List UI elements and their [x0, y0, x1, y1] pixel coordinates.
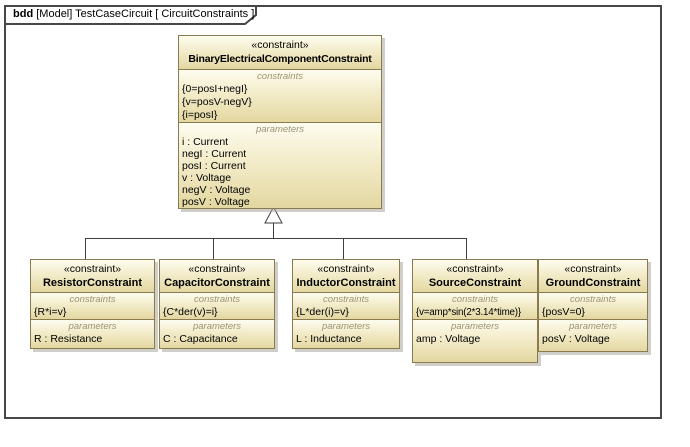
block-header: «constraint» BinaryElectricalComponentCo… — [179, 36, 381, 69]
constraints-compartment-label: constraints — [194, 294, 240, 305]
stereotype-label: «constraint» — [564, 262, 622, 275]
parameters-compartment: parameters i : Current negI : Current po… — [179, 122, 381, 208]
stereotype-label: «constraint» — [317, 262, 375, 275]
parameters-compartment: parameters posV : Voltage — [539, 319, 647, 351]
constraints-compartment-label: constraints — [69, 294, 116, 305]
parameter-item: i : Current — [182, 136, 229, 148]
parameters-compartment-label: parameters — [568, 321, 618, 332]
constraints-compartment-label: constraints — [257, 71, 303, 82]
constraint-expression: {0=posI+negI} — [182, 83, 248, 95]
block-name: GroundConstraint — [545, 276, 641, 289]
diagram-title: bdd [Model] TestCaseCircuit [ CircuitCon… — [13, 8, 254, 20]
parameters-compartment-label: parameters — [255, 124, 305, 135]
block-header: «constraint» CapacitorConstraint — [160, 260, 274, 292]
parameters-compartment: parameters L : Inductance — [293, 319, 399, 348]
constraints-compartment: constraints {L*der(i)=v} — [293, 292, 399, 319]
constraint-expression: {R*i=v} — [34, 306, 67, 318]
diagram-title-tab — [4, 5, 257, 25]
constraints-compartment-label: constraints — [323, 294, 369, 305]
parameter-item: amp : Voltage — [416, 333, 481, 345]
parameters-compartment-label: parameters — [68, 321, 117, 332]
constraint-block-source[interactable]: «constraint» SourceConstraint constraint… — [412, 259, 538, 363]
parameter-item: C : Capacitance — [163, 333, 238, 345]
constraints-compartment: constraints {posV=0} — [539, 292, 647, 319]
block-header: «constraint» InductorConstraint — [293, 260, 399, 292]
stereotype-label: «constraint» — [446, 262, 504, 275]
constraint-expression: {v=posV-negV} — [182, 96, 252, 108]
stereotype-label: «constraint» — [63, 262, 122, 275]
constraint-expression: {posV=0} — [542, 306, 585, 318]
block-header: «constraint» SourceConstraint — [413, 260, 537, 292]
parameter-item: posI : Current — [182, 160, 246, 172]
block-name: BinaryElectricalComponentConstraint — [188, 53, 372, 65]
constraints-compartment-label: constraints — [570, 294, 616, 305]
parameter-item: L : Inductance — [296, 333, 362, 345]
block-name: ResistorConstraint — [42, 276, 143, 289]
generalization-stem-line[interactable] — [273, 222, 274, 238]
generalization-bus-line[interactable] — [85, 238, 467, 239]
block-name: InductorConstraint — [296, 276, 396, 289]
generalization-line-resistor[interactable] — [85, 238, 86, 259]
parameters-compartment: parameters R : Resistance — [31, 319, 154, 348]
generalization-line-inductor[interactable] — [343, 238, 344, 259]
constraints-compartment: constraints {C*der(v)=i} — [160, 292, 274, 319]
parameters-compartment-label: parameters — [321, 321, 371, 332]
parameter-item: posV : Voltage — [542, 333, 610, 345]
block-header: «constraint» GroundConstraint — [539, 260, 647, 292]
parameter-item: negI : Current — [182, 148, 247, 160]
constraint-expression: {C*der(v)=i} — [163, 306, 218, 318]
parameter-item: negV : Voltage — [182, 184, 251, 196]
constraints-compartment: constraints {0=posI+negI} {v=posV-negV} … — [179, 69, 381, 122]
block-name: CapacitorConstraint — [164, 276, 270, 289]
constraints-compartment: constraints {v=amp*sin(2*3.14*time)} — [413, 292, 537, 319]
parameters-compartment-label: parameters — [192, 321, 242, 332]
parameter-item: posV : Voltage — [182, 196, 250, 208]
constraint-expression: {L*der(i)=v} — [296, 306, 349, 318]
constraint-expression: {i=posI} — [182, 109, 218, 121]
constraints-compartment-label: constraints — [452, 294, 498, 305]
stereotype-label: «constraint» — [251, 39, 309, 51]
generalization-triangle-icon — [264, 206, 283, 224]
parameters-compartment: parameters C : Capacitance — [160, 319, 274, 348]
generalization-line-capacitor[interactable] — [213, 238, 214, 259]
parameters-compartment-label: parameters — [450, 321, 500, 332]
stereotype-label: «constraint» — [188, 262, 246, 275]
diagram-title-text: [Model] TestCaseCircuit [ CircuitConstra… — [36, 8, 255, 20]
constraint-block-resistor[interactable]: «constraint» ResistorConstraint constrai… — [30, 259, 155, 349]
diagram-frame — [4, 5, 662, 419]
constraints-compartment: constraints {R*i=v} — [31, 292, 154, 319]
block-header: «constraint» ResistorConstraint — [31, 260, 154, 292]
parameter-item: v : Voltage — [182, 172, 232, 184]
parameter-item: R : Resistance — [34, 333, 103, 345]
constraint-block-inductor[interactable]: «constraint» InductorConstraint constrai… — [292, 259, 400, 349]
generalization-line-source[interactable] — [466, 238, 467, 259]
constraint-expression: {v=amp*sin(2*3.14*time)} — [416, 307, 521, 318]
constraint-block-ground[interactable]: «constraint» GroundConstraint constraint… — [538, 259, 648, 352]
parameters-compartment: parameters amp : Voltage — [413, 319, 537, 362]
block-name: SourceConstraint — [428, 276, 522, 289]
diagram-kind-keyword: bdd — [13, 8, 34, 20]
constraint-block-binary-electrical-component[interactable]: «constraint» BinaryElectricalComponentCo… — [178, 35, 382, 209]
constraint-block-capacitor[interactable]: «constraint» CapacitorConstraint constra… — [159, 259, 275, 349]
